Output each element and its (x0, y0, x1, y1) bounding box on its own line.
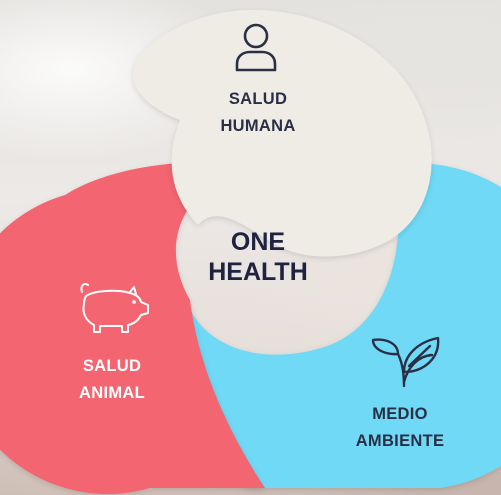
human-label-line1: SALUD (229, 90, 287, 108)
person-icon (235, 23, 277, 72)
environment-label-line1: MEDIO (372, 405, 428, 423)
human-segment (133, 10, 432, 257)
leaves-icon (371, 336, 440, 388)
center-title-line1: ONE (231, 228, 285, 256)
pig-icon (80, 282, 149, 333)
animal-label-line2: ANIMAL (79, 384, 145, 402)
environment-segment (187, 163, 501, 488)
center-title-line2: HEALTH (208, 258, 308, 286)
environment-label-line2: AMBIENTE (356, 432, 445, 450)
human-label-line2: HUMANA (220, 117, 295, 135)
animal-label-line1: SALUD (83, 357, 141, 375)
animal-segment (0, 162, 278, 495)
